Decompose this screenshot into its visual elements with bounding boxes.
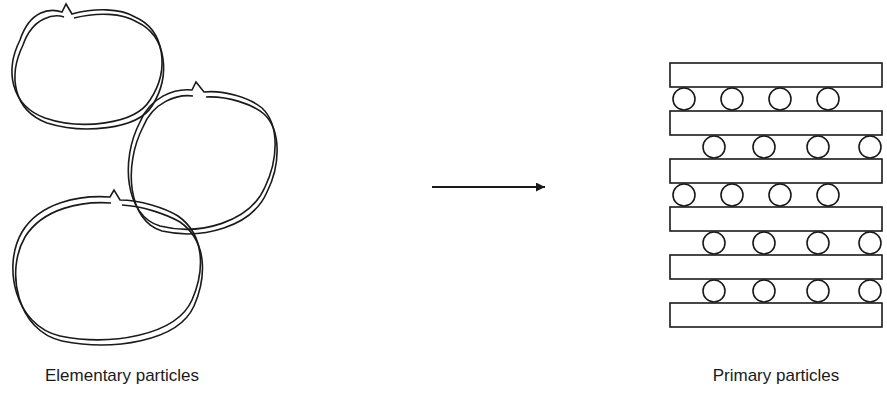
process-arrow bbox=[432, 186, 545, 188]
elementary-particles-drawing bbox=[12, 4, 277, 345]
primary-particles-drawing bbox=[670, 63, 882, 327]
elementary-particles-group: Elementary particles bbox=[0, 0, 432, 400]
primary-particles-group: Primary particles bbox=[545, 0, 887, 400]
caption: Elementary particles bbox=[45, 366, 199, 386]
caption: Primary particles bbox=[713, 366, 840, 386]
